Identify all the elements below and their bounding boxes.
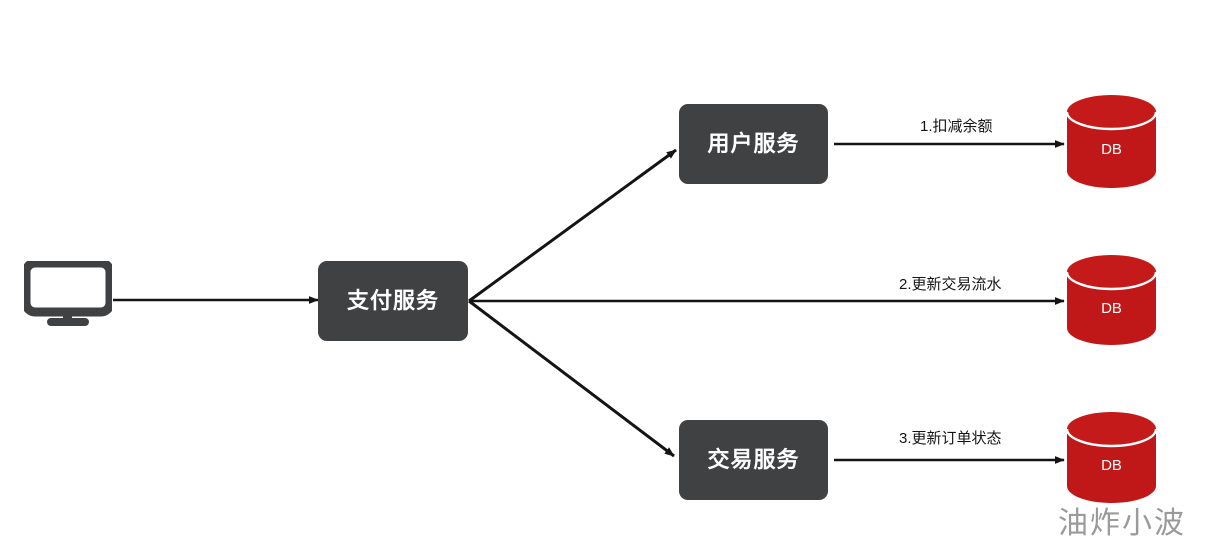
node-payment-service-label: 支付服务: [346, 288, 439, 313]
edge-payment-to-transaction-service: [468, 299, 675, 458]
edge-payment-to-user-service: [468, 148, 677, 303]
db-user-label: DB: [1101, 141, 1122, 158]
node-payment-service[interactable]: 支付服务: [318, 261, 468, 341]
database-cylinder-icon: [1065, 95, 1158, 188]
edge-label-deduct-balance: 1.扣减余额: [920, 118, 993, 135]
db-user[interactable]: DB: [1065, 95, 1158, 188]
node-transaction-service[interactable]: 交易服务: [679, 420, 828, 500]
db-order[interactable]: DB: [1065, 412, 1158, 503]
db-transaction-log[interactable]: DB: [1065, 255, 1158, 345]
database-cylinder-icon: [1065, 412, 1158, 503]
monitor-icon: [21, 258, 115, 326]
db-order-label: DB: [1101, 457, 1122, 474]
edge-label-update-order-status: 3.更新订单状态: [899, 430, 1002, 447]
db-transaction-log-label: DB: [1101, 300, 1122, 317]
watermark: 油炸小波: [1058, 507, 1186, 540]
node-user-service-label: 用户服务: [707, 131, 800, 156]
client-monitor: [21, 258, 115, 327]
node-transaction-service-label: 交易服务: [707, 447, 800, 472]
database-cylinder-icon: [1065, 255, 1158, 345]
node-user-service[interactable]: 用户服务: [679, 104, 828, 184]
edge-label-update-transaction-log: 2.更新交易流水: [899, 276, 1002, 293]
